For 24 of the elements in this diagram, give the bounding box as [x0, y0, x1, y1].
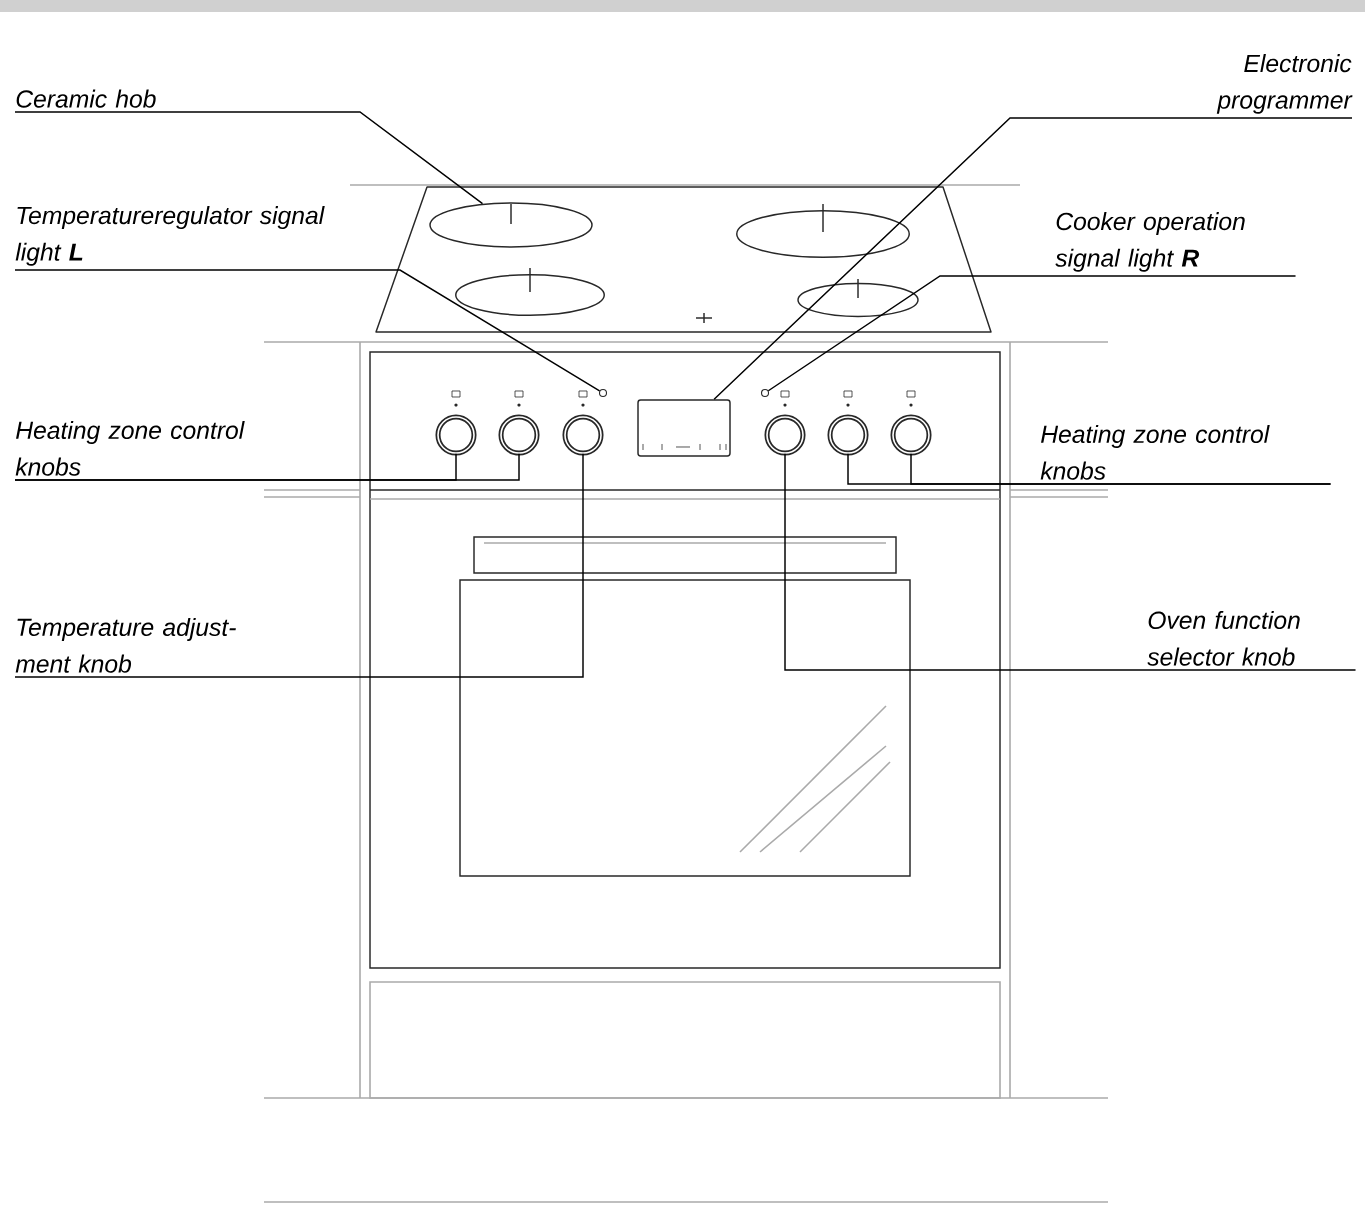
callout-label: Heating zone control knobs [1040, 424, 1270, 480]
leader-line [14, 453, 584, 678]
cooking-zone [429, 202, 593, 248]
leader-line [713, 117, 1353, 400]
leader-line [767, 275, 1297, 392]
control-knob [435, 414, 477, 456]
callout-label: Cooker operation signal light R [1055, 212, 1245, 272]
leader-line [14, 111, 484, 205]
control-knob [562, 414, 604, 456]
callout-label: Ceramic hob [16, 89, 156, 108]
callout-label: Temperatureregulator signal light L [15, 206, 325, 266]
display-panel [637, 399, 731, 457]
signal-light [760, 388, 770, 398]
callout-label: Oven function selector knob [1147, 610, 1300, 666]
leader-line [14, 269, 601, 392]
control-knob [890, 414, 932, 456]
control-knob [498, 414, 540, 456]
control-knob [827, 414, 869, 456]
leader-line [784, 453, 1357, 671]
callout-label: Temperature adjust-ment knob [15, 617, 236, 673]
callout-label: Electronic programmer [1216, 54, 1353, 114]
control-knob [764, 414, 806, 456]
callout-label: Heating zone control knobs [15, 420, 245, 476]
signal-light [598, 388, 608, 398]
